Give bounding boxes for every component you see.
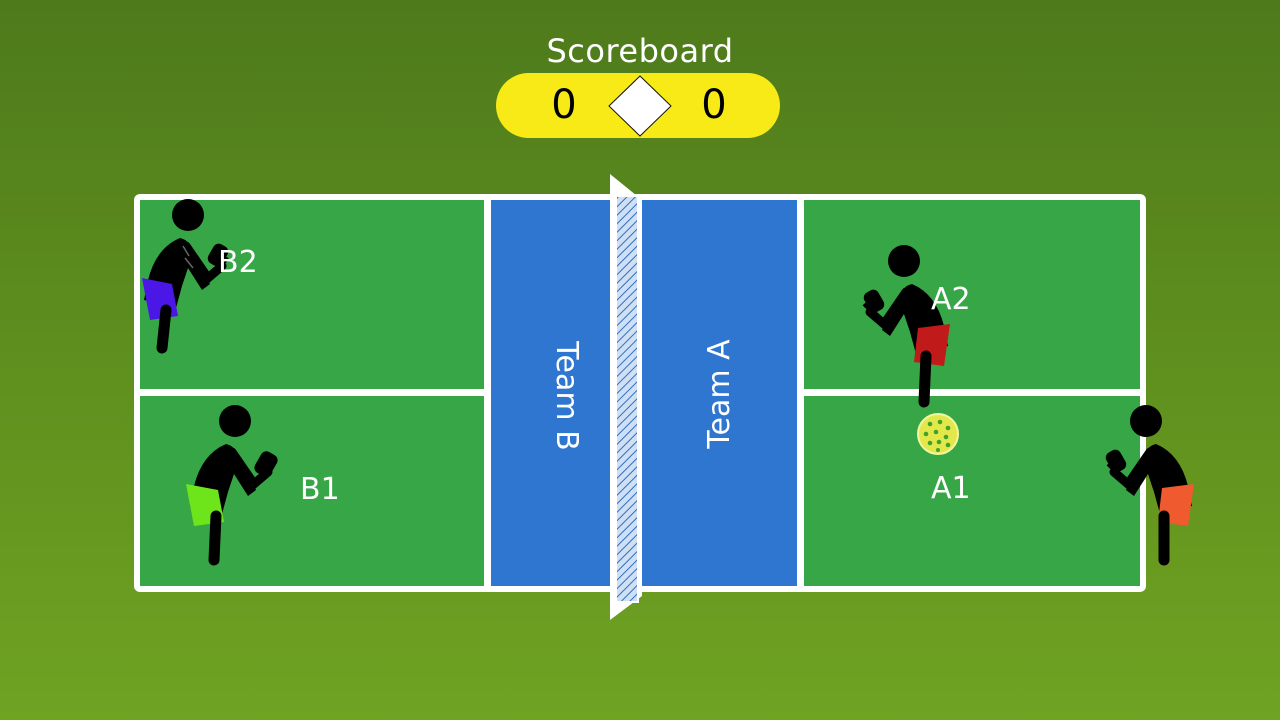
diamond-icon — [608, 75, 672, 137]
kitchen-right — [642, 200, 797, 586]
service-box-left-top — [140, 200, 484, 389]
team-a-label: Team A — [702, 339, 737, 449]
player-a2-icon — [862, 245, 950, 408]
player-a1-icon — [1105, 405, 1194, 566]
net — [610, 174, 642, 620]
player-b2-icon — [142, 199, 230, 354]
player-b1-icon — [186, 405, 278, 566]
player-a2-label: A2 — [931, 282, 971, 317]
team-a-score: 0 — [701, 82, 727, 128]
service-box-right-top — [804, 200, 1140, 389]
player-b2-label: B2 — [218, 245, 258, 280]
scoreboard-title: Scoreboard — [546, 32, 734, 70]
player-b1-label: B1 — [300, 472, 340, 507]
team-b-label: Team B — [549, 341, 584, 451]
service-box-right-bottom — [804, 396, 1140, 586]
team-b-score: 0 — [551, 82, 577, 128]
kitchen-left — [491, 200, 613, 586]
player-a1-label: A1 — [931, 471, 971, 506]
pickleball-icon — [917, 413, 959, 455]
